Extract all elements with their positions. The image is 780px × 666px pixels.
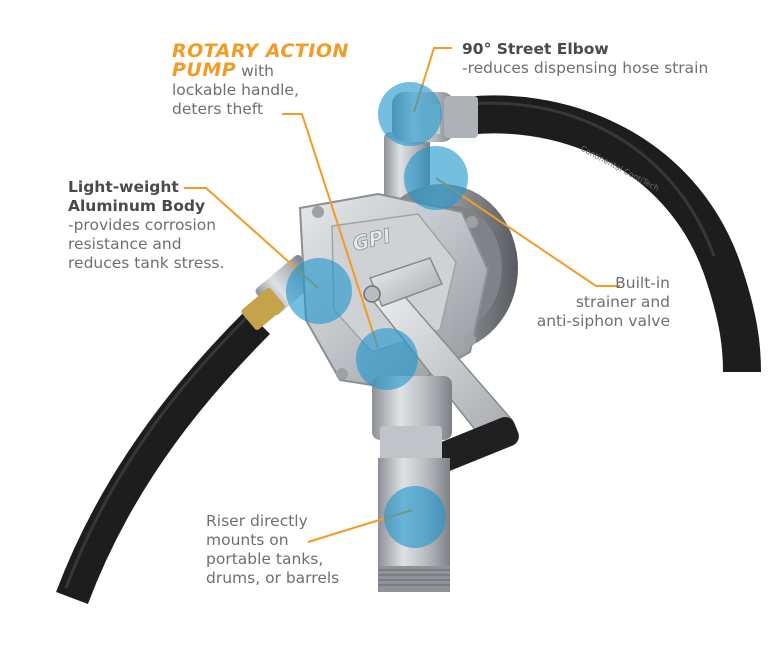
riser-line3: portable tanks, [206,550,324,568]
callout-dot-riser [384,486,446,548]
strainer-line1: Built-in [615,274,670,292]
callout-riser: Riser directly mounts on portable tanks,… [206,512,339,588]
outlet-hose-highlight [451,101,716,257]
body-desc-line3: reduces tank stress. [68,254,225,272]
inlet-hose [56,309,271,604]
rotary-title-line1: ROTARY ACTION [172,40,349,62]
inlet-hose-highlight [64,312,252,589]
callout-dot-body [286,258,352,324]
body-title-line2: Aluminum Body [68,197,206,215]
elbow-desc: -reduces dispensing hose strain [462,59,709,77]
rotary-title-line2: PUMP [172,59,237,81]
leader-body [184,187,319,289]
strainer-line2: strainer and [575,293,670,311]
rotary-line4: deters theft [172,100,264,118]
riser-line2: mounts on [206,531,289,549]
callout-strainer: Built-in strainer and anti-siphon valve [520,274,670,331]
callout-rotary-pump: ROTARY ACTION PUMP with lockable handle,… [172,42,349,119]
lower-housing [372,376,452,466]
callout-street-elbow: 90° Street Elbow -reduces dispensing hos… [462,40,708,78]
callout-aluminum-body: Light-weight Aluminum Body -provides cor… [68,178,224,273]
callout-dot-strainer [404,146,468,210]
rotary-line3: lockable handle, [172,81,299,99]
body-bolts [312,206,478,380]
body-desc-line1: -provides corrosion [68,216,217,234]
body-desc-line2: resistance and [68,235,182,253]
callout-dot-elbow [378,82,442,146]
rotary-title-rest: with [236,62,274,80]
riser-line1: Riser directly [206,512,308,530]
leader-rotary [282,113,379,349]
riser-line4: drums, or barrels [206,569,340,587]
callout-dot-handle [356,328,418,390]
strainer-line3: anti-siphon valve [536,312,670,330]
leader-strainer [435,177,620,287]
elbow-title: 90° Street Elbow [462,40,609,58]
body-title-line1: Light-weight [68,178,179,196]
